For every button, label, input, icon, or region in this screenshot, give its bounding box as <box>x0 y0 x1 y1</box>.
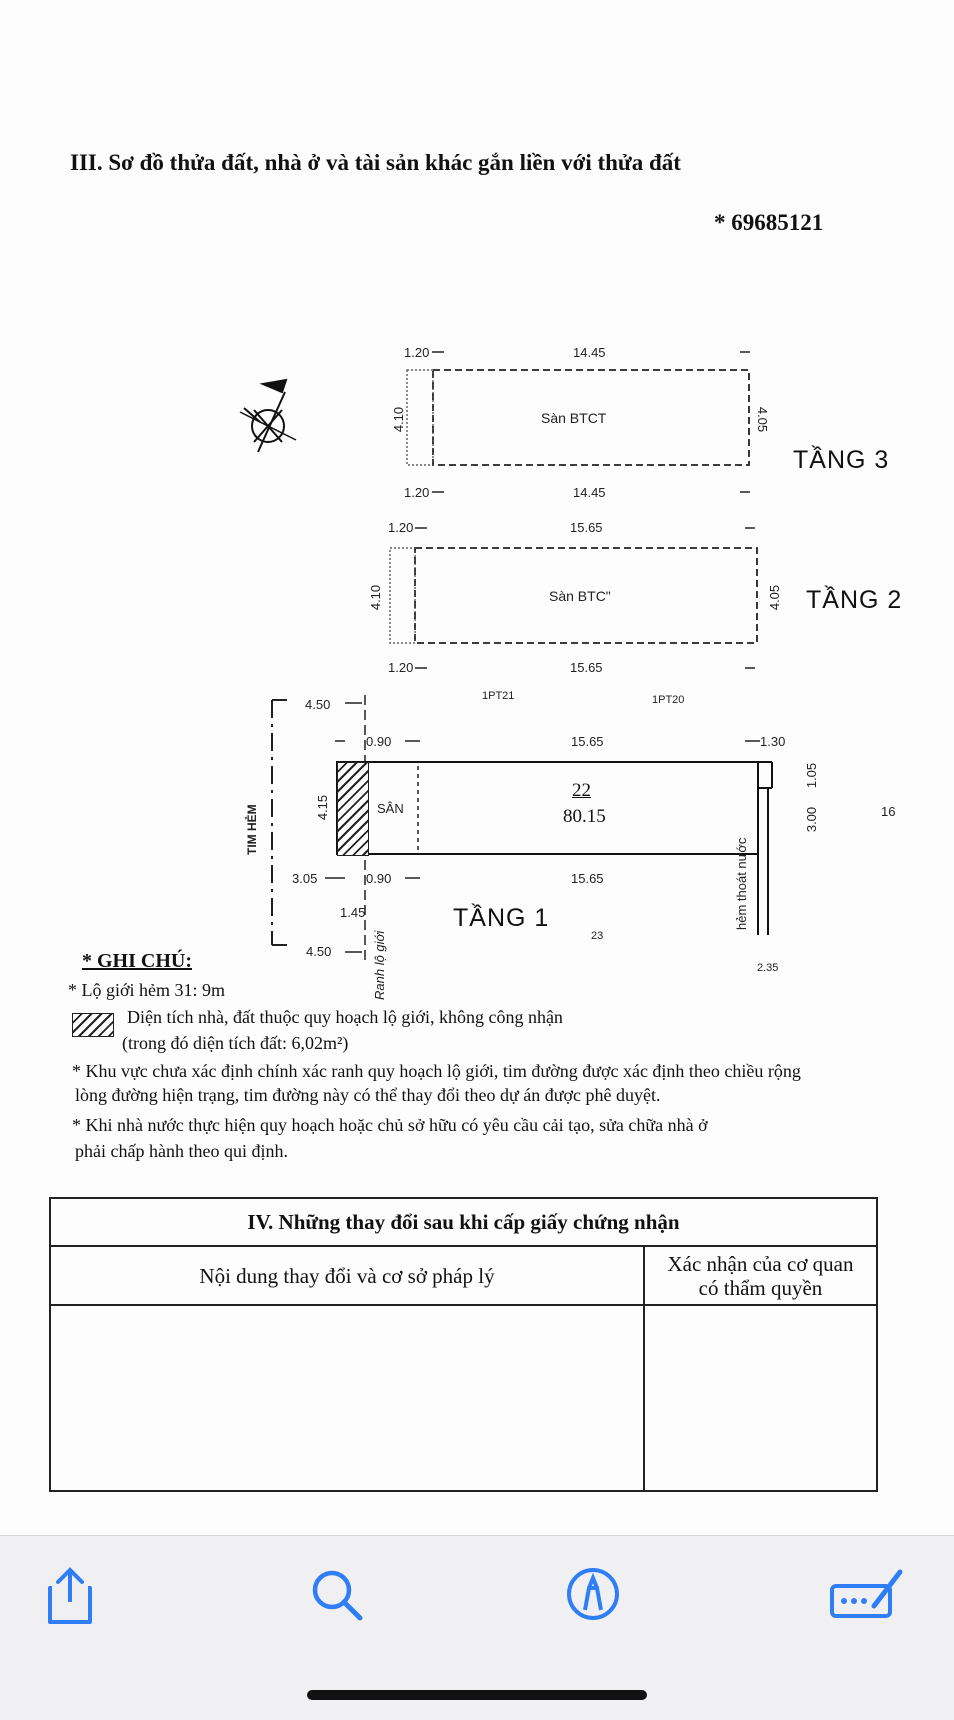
f3-left-depth: 4.10 <box>391 406 407 433</box>
floor1-label: TẦNG 1 <box>453 904 550 932</box>
floor2-label: TẦNG 2 <box>806 586 903 614</box>
f1-top-setback: 4.50 <box>305 697 331 712</box>
changes-table: IV. Những thay đổi sau khi cấp giấy chứn… <box>49 1197 878 1492</box>
col-change-content: Nội dung thay đổi và cơ sở pháp lý <box>49 1245 645 1306</box>
col-authority-line1: Xác nhận của cơ quan <box>667 1251 854 1276</box>
f2-top-left-dim: 1.20 <box>388 520 414 535</box>
bottom-toolbar <box>0 1535 954 1720</box>
neighbor-23: 23 <box>591 930 604 942</box>
planned-setback-area <box>337 762 369 856</box>
share-button[interactable] <box>44 1566 104 1626</box>
note-line-3b: phải chấp hành theo qui định. <box>75 1141 288 1161</box>
f1-yard-label: SÂN <box>377 801 404 816</box>
drain-alley-label: hẻm thoát nước <box>734 837 749 930</box>
f3-top-left-dim: 1.20 <box>404 345 430 360</box>
f1-bottom-right: 2.35 <box>757 962 779 974</box>
boundary-line-label: Ranh lộ giới <box>372 930 387 1000</box>
legend-line-2: (trong đó diện tích đất: 6,02m²) <box>122 1033 349 1053</box>
note-line-2a: * Khu vực chưa xác định chính xác ranh q… <box>72 1061 801 1081</box>
certificate-serial: * 69685121 <box>714 210 824 235</box>
col-authority-confirmation: Xác nhận của cơ quan có thẩm quyền <box>643 1245 878 1306</box>
f1-setback-depth: 1.45 <box>340 905 366 920</box>
f2-bottom-length: 15.65 <box>570 660 603 675</box>
share-icon <box>48 1567 92 1624</box>
home-indicator <box>307 1690 647 1700</box>
change-content-cell <box>49 1304 645 1492</box>
changes-table-title: IV. Những thay đổi sau khi cấp giấy chứn… <box>49 1197 878 1247</box>
compass-north-icon <box>239 378 297 453</box>
f1-right-depth-a: 1.05 <box>804 762 820 789</box>
f1-left-depth: 4.15 <box>315 794 331 821</box>
f3-bottom-length: 14.45 <box>573 485 606 500</box>
alley-center-label: TIM HẺM <box>245 804 259 855</box>
hatch-legend-icon <box>72 1013 114 1037</box>
lot-number: 22 <box>572 780 591 801</box>
note-line-3a: * Khi nhà nước thực hiện quy hoạch hoặc … <box>72 1115 708 1135</box>
form-fill-button[interactable] <box>828 1566 908 1626</box>
f2-bottom-left-dim: 1.20 <box>388 660 414 675</box>
search-icon <box>312 1570 363 1621</box>
form-fill-icon <box>830 1569 903 1618</box>
f1-bottom-left: 3.05 <box>292 871 318 886</box>
f1-top-right: 1.30 <box>760 734 786 749</box>
floor1-outline <box>336 761 773 935</box>
f1-top-setback-inner: 0.90 <box>366 734 392 749</box>
f1-bottom-length: 15.65 <box>571 871 604 886</box>
f3-top-length: 14.45 <box>573 345 606 360</box>
legend-line-1: Diện tích nhà, đất thuộc quy hoạch lộ gi… <box>127 1007 563 1027</box>
f1-bottom-setback-inner: 0.90 <box>366 871 392 886</box>
site-plan-lines <box>239 351 773 960</box>
f2-top-length: 15.65 <box>570 520 603 535</box>
f1-right-depth-b: 3.00 <box>804 806 820 833</box>
f2-inner-label: Sàn BTC" <box>549 588 611 604</box>
floor3-label: TẦNG 3 <box>793 446 890 474</box>
f3-inner-label: Sàn BTCT <box>541 410 607 426</box>
neighbor-1pt20: 1PT20 <box>652 694 685 706</box>
f1-side-mark: 16 <box>881 804 896 819</box>
f2-left-depth: 4.10 <box>368 584 384 611</box>
f3-right-depth: 4.05 <box>755 406 771 433</box>
notes-title: * GHI CHÚ: <box>82 950 192 972</box>
section-title: III. Sơ đồ thửa đất, nhà ở và tài sản kh… <box>70 150 681 175</box>
f1-bottom-setback: 4.50 <box>306 944 332 959</box>
lot-area: 80.15 <box>563 806 606 827</box>
markup-icon <box>567 1568 619 1620</box>
authority-confirmation-cell <box>643 1304 878 1492</box>
note-line-2b: lòng đường hiện trạng, tim đường này có … <box>75 1085 661 1105</box>
note-alley-width: * Lộ giới hẻm 31: 9m <box>68 980 226 1000</box>
f3-bottom-left-dim: 1.20 <box>404 485 430 500</box>
col-authority-line2: có thẩm quyền <box>698 1275 823 1300</box>
f2-right-depth: 4.05 <box>767 584 783 611</box>
markup-button[interactable] <box>565 1566 625 1626</box>
f1-top-length: 15.65 <box>571 734 604 749</box>
search-button[interactable] <box>308 1566 368 1626</box>
neighbor-1pt21: 1PT21 <box>482 690 515 702</box>
